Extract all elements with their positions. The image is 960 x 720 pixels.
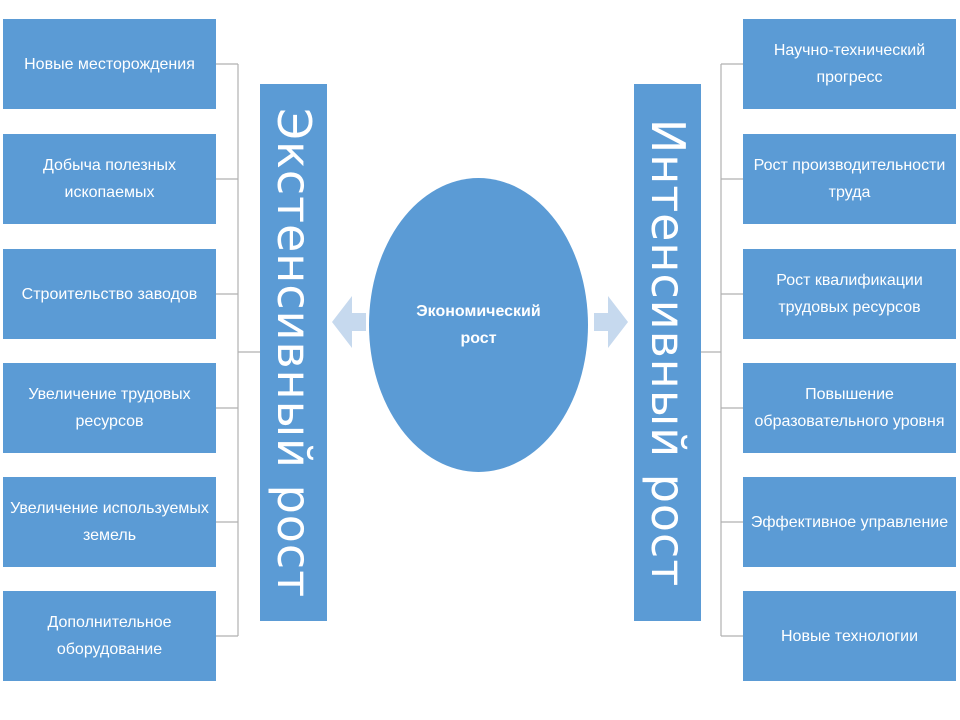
arrow-left-icon [332,296,366,348]
extensive-item-3: Строительство заводов [3,249,216,339]
intensive-item-5: Эффективное управление [743,477,956,567]
extensive-item-1: Новые месторождения [3,19,216,109]
intensive-item-6: Новые технологии [743,591,956,681]
extensive-growth-title: Экстенсивный рост [266,107,321,598]
extensive-growth-bar: Экстенсивный рост [260,84,327,621]
arrow-right-icon [594,296,628,348]
intensive-growth-bar: Интенсивный рост [634,84,701,621]
intensive-growth-title: Интенсивный рост [640,118,695,587]
